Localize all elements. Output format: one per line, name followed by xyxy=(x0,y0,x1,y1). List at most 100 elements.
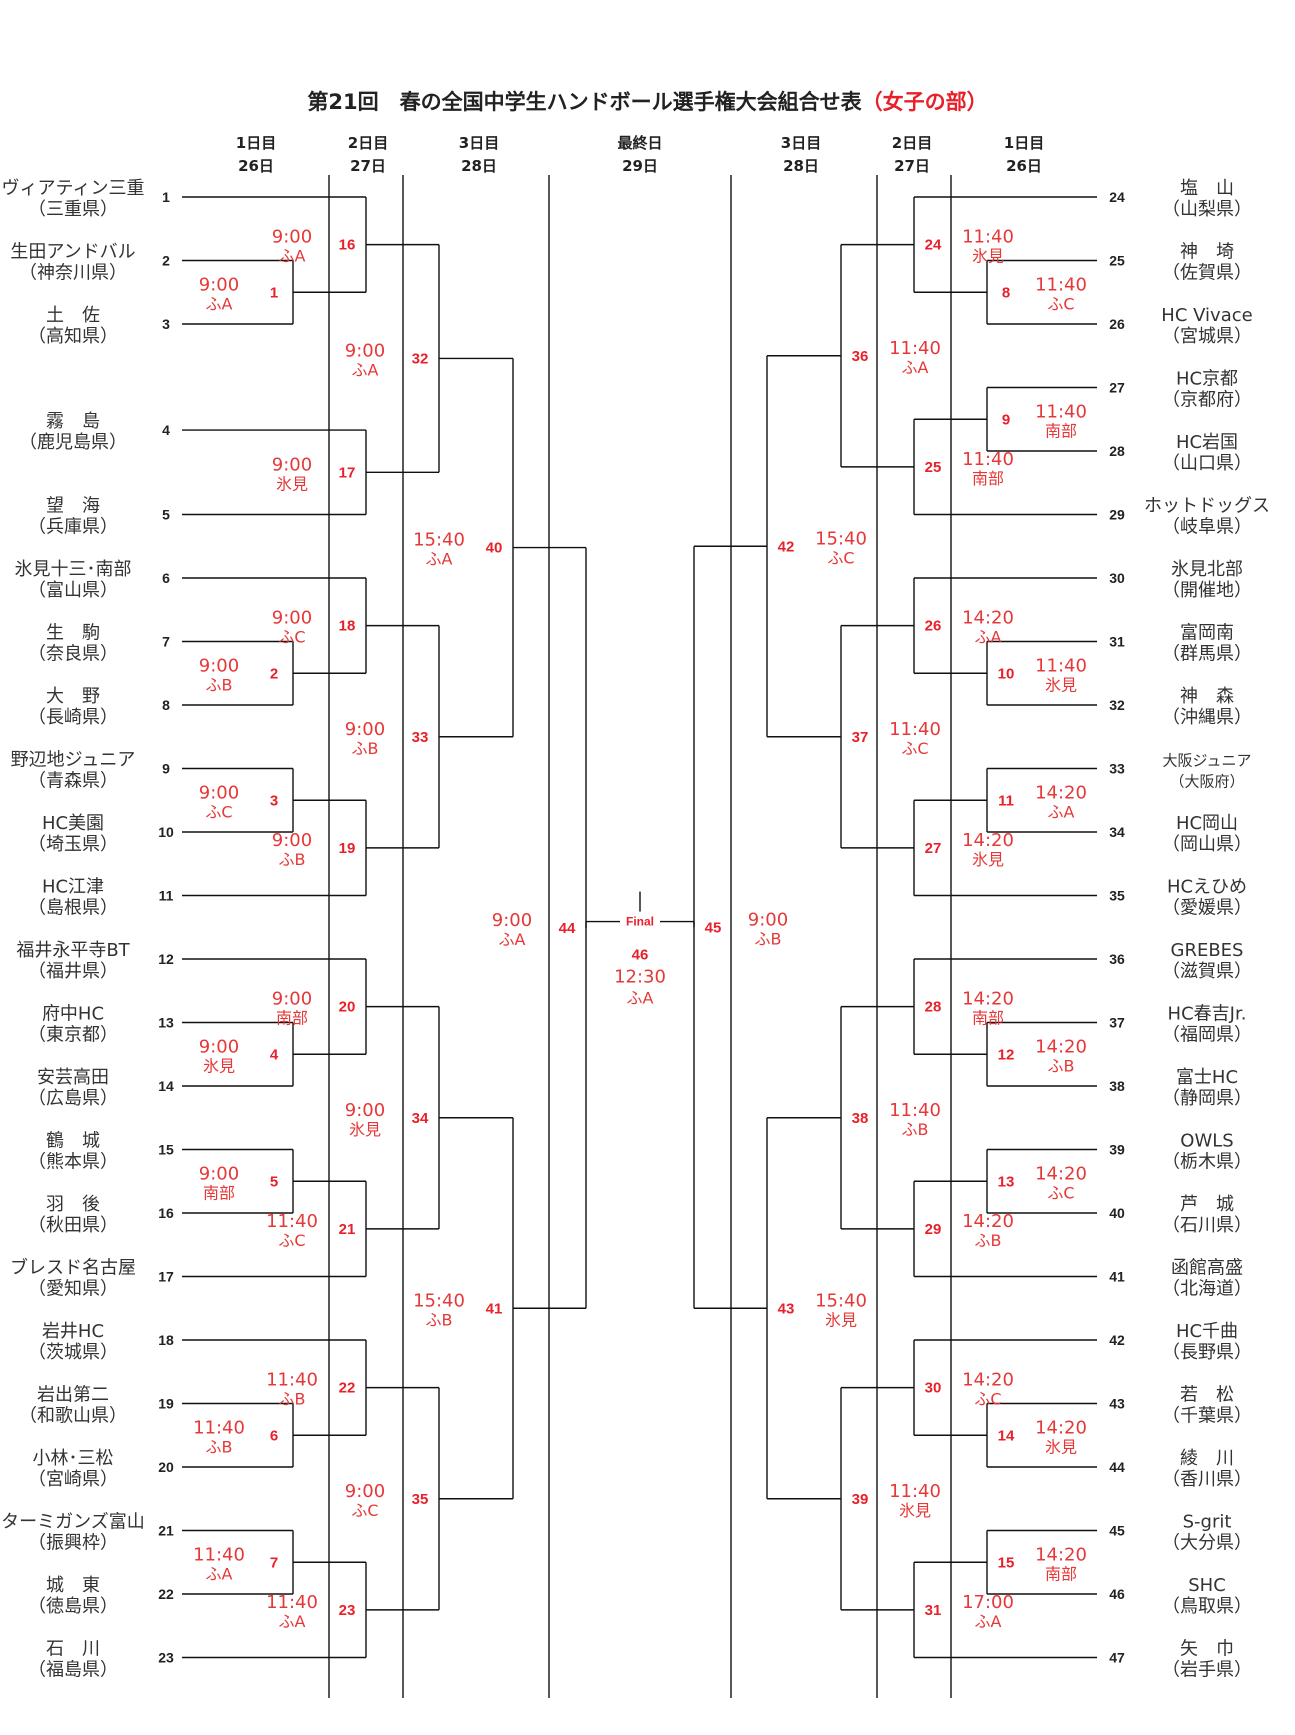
match-number: 43 xyxy=(778,1300,795,1317)
match-venue: ふC xyxy=(205,802,232,821)
seed-number: 44 xyxy=(1109,1459,1125,1475)
match-venue: ふA xyxy=(279,1612,306,1631)
match-venue: 氷見 xyxy=(1045,1437,1077,1456)
team-name: 氷見北部 xyxy=(1171,559,1243,580)
match-venue: ふB xyxy=(279,850,306,869)
seed-number: 41 xyxy=(1109,1269,1125,1285)
match-time: 11:40 xyxy=(266,1592,318,1613)
match-venue: ふA xyxy=(279,247,306,266)
seed-number: 37 xyxy=(1109,1015,1125,1031)
match-time: 15:40 xyxy=(413,1290,465,1311)
header-day: 1日目 xyxy=(1004,134,1044,152)
header-date: 27日 xyxy=(894,157,930,175)
team-name: HC京都 xyxy=(1176,369,1238,390)
team-name: 石 川 xyxy=(46,1639,100,1660)
match-time: 14:20 xyxy=(962,989,1014,1010)
match-time: 9:00 xyxy=(272,989,312,1010)
match-venue: 氷見 xyxy=(203,1056,235,1075)
match-number: 31 xyxy=(925,1602,942,1619)
match-venue: ふA xyxy=(352,360,379,379)
seed-number: 26 xyxy=(1109,316,1125,332)
match-time: 15:40 xyxy=(815,1290,867,1311)
seed-number: 6 xyxy=(162,570,170,586)
match-number: 44 xyxy=(559,920,576,937)
team-name: 岩井HC xyxy=(42,1321,104,1342)
team-prefecture: （鹿児島県） xyxy=(19,432,127,453)
seed-number: 17 xyxy=(158,1269,174,1285)
team-prefecture: （山梨県） xyxy=(1162,199,1252,220)
match-number: 45 xyxy=(705,919,722,936)
header-date: 28日 xyxy=(783,157,819,175)
match-time: 11:40 xyxy=(1035,274,1087,295)
seed-number: 8 xyxy=(162,697,170,713)
seed-number: 5 xyxy=(162,507,170,523)
team-name: 土 佐 xyxy=(46,305,100,326)
match-venue: ふC xyxy=(278,628,305,647)
team-prefecture: （鳥取県） xyxy=(1162,1596,1252,1617)
page-title: 第21回 春の全国中学生ハンドボール選手権大会組合せ表（女子の部） xyxy=(0,86,1295,116)
team-prefecture: （福島県） xyxy=(28,1660,118,1681)
team-prefecture: （石川県） xyxy=(1162,1215,1252,1236)
final-time: 12:30 xyxy=(614,967,666,988)
seed-number: 12 xyxy=(158,951,174,967)
title-main: 第21回 春の全国中学生ハンドボール選手権大会組合せ表 xyxy=(307,90,862,114)
team-name: HC千曲 xyxy=(1176,1321,1238,1342)
match-number: 22 xyxy=(339,1380,356,1397)
match-number: 13 xyxy=(998,1173,1015,1190)
seed-number: 23 xyxy=(158,1650,174,1666)
team-name: 神 森 xyxy=(1180,686,1234,707)
match-number: 5 xyxy=(270,1173,278,1190)
team-prefecture: （群馬県） xyxy=(1162,644,1252,665)
seed-number: 42 xyxy=(1109,1332,1125,1348)
header-day: 2日目 xyxy=(348,134,388,152)
team-name: 函館高盛 xyxy=(1171,1258,1243,1279)
team-name: ブレスド名古屋 xyxy=(10,1257,136,1279)
match-venue: ふB xyxy=(206,675,233,694)
team-name: 安芸高田 xyxy=(37,1067,109,1088)
match-venue: ふB xyxy=(352,739,379,758)
team-prefecture: （岩手県） xyxy=(1162,1660,1252,1681)
match-number: 19 xyxy=(339,840,356,857)
match-venue: 南部 xyxy=(972,1009,1004,1028)
match-number: 7 xyxy=(270,1554,278,1571)
match-venue: ふA xyxy=(426,550,453,569)
team-prefecture: （大分県） xyxy=(1162,1533,1252,1554)
match-time: 11:40 xyxy=(1035,401,1087,422)
seed-number: 19 xyxy=(158,1396,174,1412)
seed-number: 4 xyxy=(162,422,170,438)
match-number: 25 xyxy=(925,459,942,476)
match-venue: 南部 xyxy=(276,1009,308,1028)
match-time: 11:40 xyxy=(193,1544,245,1565)
team-name: 若 松 xyxy=(1180,1385,1234,1406)
match-number: 3 xyxy=(270,792,278,809)
match-number: 9 xyxy=(1002,411,1010,428)
team-prefecture: （福井県） xyxy=(28,961,118,982)
seed-number: 43 xyxy=(1109,1396,1125,1412)
match-venue: 氷見 xyxy=(899,1501,931,1520)
seed-number: 38 xyxy=(1109,1078,1125,1094)
team-name: 城 東 xyxy=(46,1575,100,1596)
team-name: 綾 川 xyxy=(1180,1448,1234,1469)
team-name: GREBES xyxy=(1171,940,1244,961)
match-venue: ふC xyxy=(901,739,928,758)
match-time: 9:00 xyxy=(199,782,239,803)
team-prefecture: （徳島県） xyxy=(28,1596,118,1617)
seed-number: 9 xyxy=(162,761,170,777)
team-prefecture: （岡山県） xyxy=(1162,834,1252,855)
match-venue: ふC xyxy=(1047,1183,1074,1202)
seed-number: 7 xyxy=(162,634,170,650)
team-prefecture: （富山県） xyxy=(28,580,118,601)
match-venue: ふA xyxy=(1048,802,1075,821)
match-number: 15 xyxy=(998,1554,1015,1571)
match-time: 14:20 xyxy=(1035,782,1087,803)
seed-number: 14 xyxy=(158,1078,174,1094)
match-number: 41 xyxy=(486,1300,503,1317)
match-time: 9:00 xyxy=(345,1481,385,1502)
seed-number: 21 xyxy=(158,1523,174,1539)
match-number: 16 xyxy=(339,237,356,254)
team-prefecture: （静岡県） xyxy=(1162,1088,1252,1109)
match-time: 14:20 xyxy=(1035,1417,1087,1438)
match-venue: ふB xyxy=(902,1120,929,1139)
team-name: HC美園 xyxy=(42,813,104,834)
match-time: 11:40 xyxy=(962,449,1014,470)
